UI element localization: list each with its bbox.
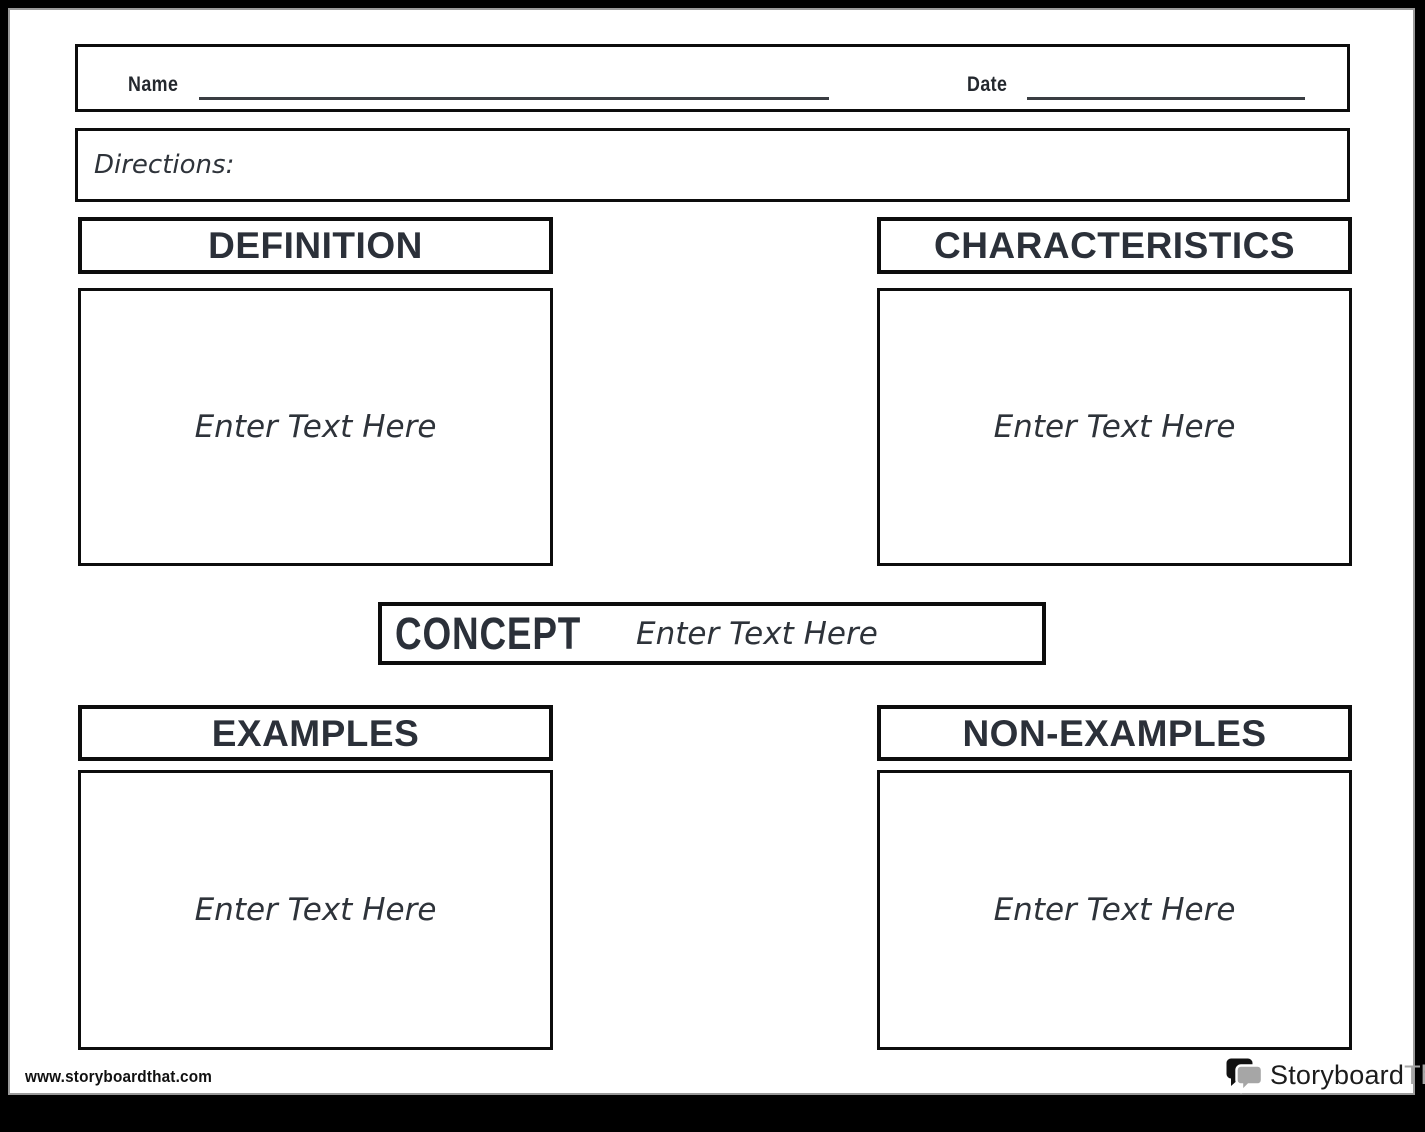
non-examples-placeholder[interactable]: Enter Text Here xyxy=(993,892,1236,928)
characteristics-title: CHARACTERISTICS xyxy=(933,225,1296,266)
speech-bubbles-icon xyxy=(1226,1058,1264,1094)
worksheet-page: Name Date Directions: DEFINITION Enter T… xyxy=(8,8,1425,1095)
date-input-line[interactable] xyxy=(1027,97,1305,100)
non-examples-content-box[interactable]: Enter Text Here xyxy=(877,770,1352,1050)
definition-placeholder[interactable]: Enter Text Here xyxy=(194,409,437,445)
logo-text: StoryboardThat xyxy=(1270,1059,1425,1090)
examples-placeholder[interactable]: Enter Text Here xyxy=(194,892,437,928)
examples-content-box[interactable]: Enter Text Here xyxy=(78,770,553,1050)
concept-title: CONCEPT xyxy=(395,608,582,659)
characteristics-header: CHARACTERISTICS xyxy=(877,217,1352,274)
website-url: www.storyboardthat.com xyxy=(25,1067,213,1086)
logo-text-secondary: That xyxy=(1404,1059,1425,1090)
name-date-box: Name Date xyxy=(75,44,1350,112)
name-input-line[interactable] xyxy=(199,97,830,100)
non-examples-header: NON-EXAMPLES xyxy=(877,705,1352,761)
date-label: Date xyxy=(967,73,1008,96)
logo-text-primary: Storyboard xyxy=(1270,1059,1405,1090)
non-examples-title: NON-EXAMPLES xyxy=(962,712,1267,754)
characteristics-content-box[interactable]: Enter Text Here xyxy=(877,288,1352,566)
definition-header: DEFINITION xyxy=(78,217,553,274)
definition-content-box[interactable]: Enter Text Here xyxy=(78,288,553,566)
directions-box[interactable]: Directions: xyxy=(75,128,1350,202)
characteristics-placeholder[interactable]: Enter Text Here xyxy=(993,409,1236,445)
date-group: Date xyxy=(967,73,1305,100)
concept-box: CONCEPT Enter Text Here xyxy=(378,602,1046,665)
directions-label: Directions: xyxy=(94,150,235,180)
definition-title: DEFINITION xyxy=(208,225,423,266)
concept-placeholder[interactable]: Enter Text Here xyxy=(636,615,878,652)
storyboardthat-logo: StoryboardThat xyxy=(1224,1054,1425,1096)
name-label: Name xyxy=(128,73,179,96)
examples-header: EXAMPLES xyxy=(78,705,553,761)
examples-title: EXAMPLES xyxy=(211,712,420,754)
